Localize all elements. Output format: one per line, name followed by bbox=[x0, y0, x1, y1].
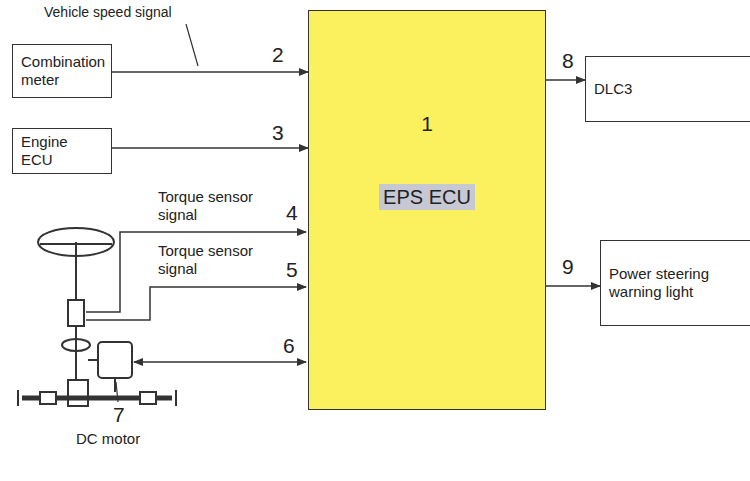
ecu-box: 1EPS ECU bbox=[308, 10, 546, 410]
callout-number: 1 bbox=[421, 111, 433, 136]
callout-number: 6 bbox=[283, 333, 295, 358]
callout-number: 5 bbox=[286, 257, 298, 282]
box-text: Engine ECU bbox=[21, 133, 103, 169]
source-box: Engine ECU bbox=[12, 128, 112, 174]
callout-number: 9 bbox=[562, 254, 574, 279]
dc-motor bbox=[88, 342, 132, 392]
output-box: Power steering warning light bbox=[600, 240, 750, 326]
output-box: DLC3 bbox=[585, 56, 750, 122]
signal-arrow bbox=[112, 147, 308, 149]
box-text: DLC3 bbox=[594, 80, 746, 98]
part-name: DC motor bbox=[76, 430, 140, 448]
signal-arrow bbox=[546, 79, 585, 81]
steering-wheel bbox=[38, 228, 114, 406]
callout-number: 7 bbox=[113, 402, 125, 427]
signal-arrow bbox=[546, 285, 600, 287]
callout-number: 2 bbox=[272, 42, 284, 67]
steering-rack bbox=[18, 390, 176, 406]
box-text: Power steering warning light bbox=[609, 265, 746, 301]
callout-number: 3 bbox=[272, 120, 284, 145]
callout-number: 4 bbox=[286, 200, 298, 225]
signal-name: Torque sensor signal bbox=[158, 188, 258, 224]
callout-number: 8 bbox=[562, 48, 574, 73]
signal-arrow bbox=[112, 71, 308, 73]
signal-wires bbox=[86, 232, 306, 362]
ecu-title: EPS ECU bbox=[379, 184, 475, 210]
box-text: Combination meter bbox=[21, 53, 103, 89]
signal-name: Torque sensor signal bbox=[158, 242, 258, 278]
edge-label: Vehicle speed signal bbox=[44, 4, 172, 21]
source-box: Combination meter bbox=[12, 44, 112, 98]
